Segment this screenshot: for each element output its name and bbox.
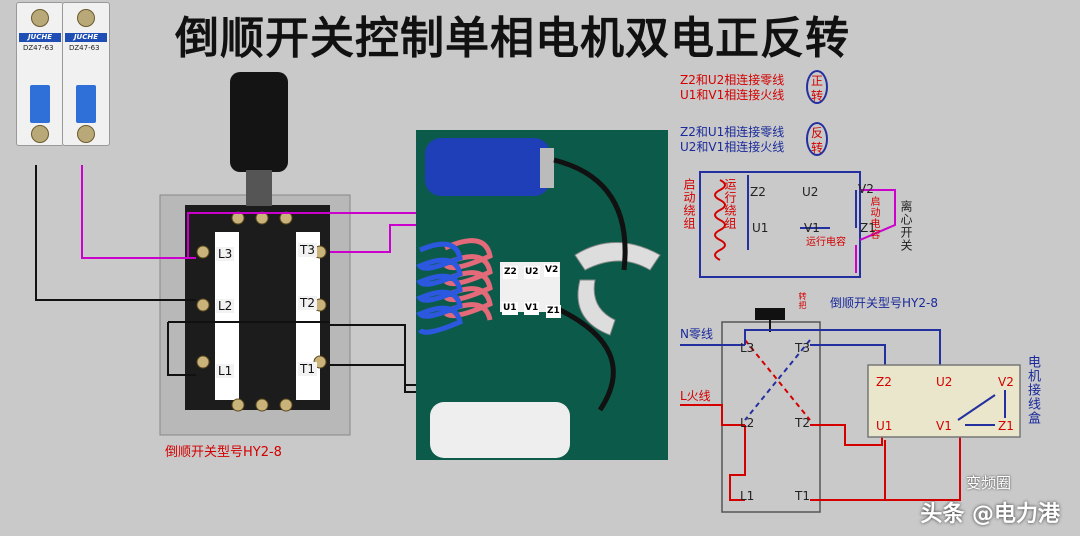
- motor-schematic-frame: [699, 171, 861, 278]
- breaker-brand: JUCHE: [19, 33, 61, 42]
- photo-terminal-Z1: Z1: [546, 305, 561, 318]
- schem-switch-T3: T3: [795, 341, 810, 355]
- schem-node-V2: V2: [858, 182, 874, 196]
- switch-terminal-T2: T2: [298, 296, 317, 310]
- legend-forward-line2: U1和V1相连接火线: [680, 88, 785, 102]
- start-capacitor: [430, 402, 570, 458]
- wire-T2-U1: [810, 424, 883, 446]
- centrifugal-switch-wire: [859, 189, 896, 241]
- watermark: 头条 @电力港: [920, 502, 1060, 527]
- schem-node-U2: U2: [802, 185, 819, 199]
- cross-link-1: [744, 339, 811, 421]
- live-label: L火线: [680, 389, 711, 403]
- legend-reverse-line2: U2和V1相连接火线: [680, 140, 785, 154]
- breaker-brand: JUCHE: [65, 33, 107, 42]
- capacitor-cable-bottom: [558, 307, 616, 412]
- box-terminal-U2: U2: [936, 375, 953, 389]
- screw-icon: [77, 9, 95, 27]
- switch-handle: [230, 72, 288, 172]
- box-terminal-U1: U1: [876, 419, 893, 433]
- reverse-badge: 反 转: [806, 122, 828, 156]
- forward-badge: 正 转: [806, 70, 828, 104]
- watermark-secondary: 变频圈: [966, 474, 1012, 492]
- breaker-model: DZ47-63: [23, 44, 54, 52]
- screw-icon: [31, 9, 49, 27]
- screw-icon: [77, 125, 95, 143]
- reverse-badge-top: 反: [810, 126, 823, 140]
- wire-T1-U1: [810, 440, 886, 501]
- page-title: 倒顺开关控制单相电机双电正反转: [175, 13, 850, 64]
- wire-black-1: [35, 165, 196, 301]
- cross-link-2: [744, 339, 811, 421]
- run-winding-label: 运行绕组: [723, 178, 737, 230]
- start-winding-symbol: [714, 179, 726, 261]
- motor-box-link: [957, 394, 996, 421]
- centrifugal-switch: [574, 242, 661, 336]
- photo-terminal-V2: V2: [544, 264, 560, 277]
- switch-terminal-L2: L2: [216, 299, 235, 313]
- photo-terminal-V1: V1: [524, 302, 540, 315]
- photo-terminal-U2: U2: [524, 266, 540, 279]
- schem-switch-L1: L1: [740, 489, 755, 503]
- schematic-switch-caption: 倒顺开关型号HY2-8: [830, 296, 938, 310]
- wire-T1-V1: [810, 435, 961, 501]
- schem-node-U1: U1: [752, 221, 769, 235]
- schem-node-V1: V1: [804, 221, 820, 235]
- schem-switch-L2: L2: [740, 416, 755, 430]
- capacitor-cap: [540, 148, 554, 188]
- motor-box-label: 电机接线盒: [1025, 355, 1040, 425]
- schem-node-Z2: Z2: [750, 185, 766, 199]
- centrifugal-switch-label: 离心开关: [899, 200, 913, 252]
- switch-terminal-T3: T3: [298, 243, 317, 257]
- start-winding-coil: [416, 241, 463, 335]
- handle-symbol: [755, 308, 785, 320]
- breaker-model: DZ47-63: [69, 44, 100, 52]
- switch-terminal-L1: L1: [216, 364, 235, 378]
- breaker-toggle: [76, 85, 96, 123]
- forward-badge-bottom: 转: [810, 89, 823, 103]
- run-cap-label: 运行电容: [806, 237, 846, 248]
- start-cap-label: 启动电容: [868, 196, 879, 240]
- circuit-breaker-right: JUCHE DZ47-63: [62, 2, 110, 146]
- circuit-breaker-left: JUCHE DZ47-63: [16, 2, 64, 146]
- run-capacitor: [425, 138, 550, 196]
- schem-switch-L3: L3: [740, 341, 755, 355]
- motor-box-frame: [867, 364, 1021, 438]
- switch-terminal-T1: T1: [298, 362, 317, 376]
- photo-terminal-Z2: Z2: [503, 266, 518, 279]
- box-terminal-Z2: Z2: [876, 375, 892, 389]
- box-terminal-V2: V2: [998, 375, 1014, 389]
- schem-node-Z1: Z1: [860, 221, 876, 235]
- live-wire: [680, 404, 745, 426]
- breaker-toggle: [30, 85, 50, 123]
- start-winding-label: 启动绕组: [682, 178, 696, 230]
- legend-forward-line1: Z2和U2相连接零线: [680, 73, 785, 87]
- switch-photo-caption: 倒顺开关型号HY2-8: [165, 445, 282, 460]
- schem-switch-T1: T1: [795, 489, 810, 503]
- screw-icon: [31, 125, 49, 143]
- handle-label: 转把: [798, 292, 807, 310]
- forward-badge-top: 正: [810, 74, 823, 88]
- reverse-badge-bottom: 转: [810, 141, 823, 155]
- box-terminal-V1: V1: [936, 419, 952, 433]
- wire-black-2: [167, 322, 196, 376]
- capacitor-cable-top: [553, 157, 628, 271]
- switch-screws: [196, 211, 327, 412]
- box-terminal-Z1: Z1: [998, 419, 1014, 433]
- neutral-label: N零线: [680, 327, 713, 341]
- legend-reverse-line1: Z2和U1相连接零线: [680, 125, 785, 139]
- switch-terminal-L3: L3: [216, 247, 235, 261]
- schem-switch-T2: T2: [795, 416, 810, 430]
- wire-L2-L1: [729, 425, 746, 501]
- wire-L3-U2: [744, 329, 941, 380]
- wire-magenta-1: [81, 165, 196, 259]
- switch-shaft: [246, 170, 272, 206]
- photo-terminal-U1: U1: [502, 302, 518, 315]
